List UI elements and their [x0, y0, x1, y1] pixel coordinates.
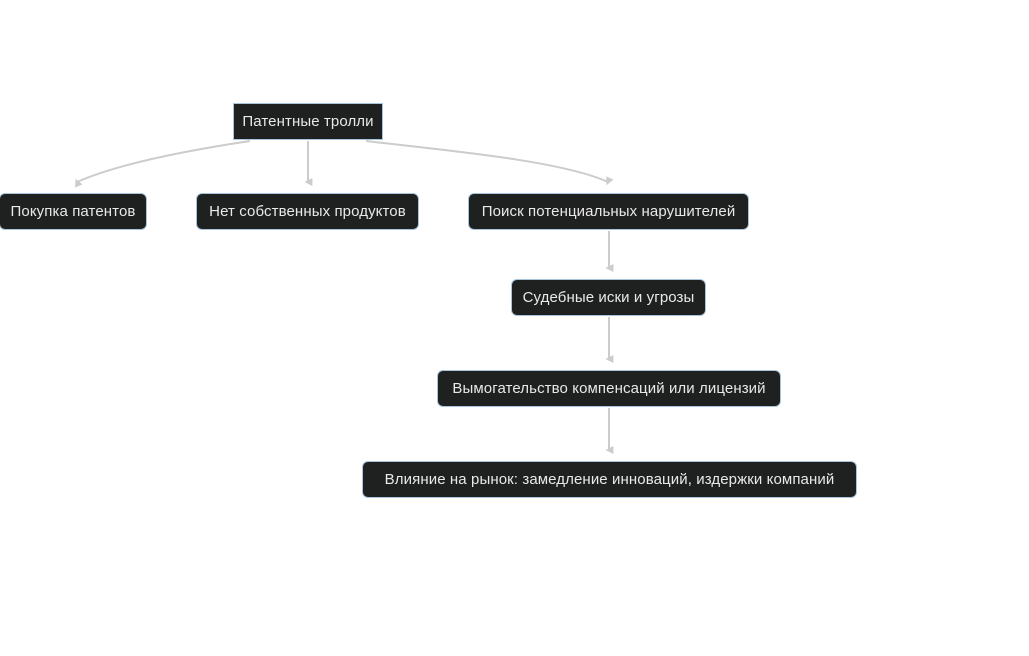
node-patentnye-trolli[interactable]: Патентные тролли	[233, 103, 383, 140]
node-vymogatelstvo-kompensacij[interactable]: Вымогательство компенсаций или лицензий	[437, 370, 781, 407]
node-label: Покупка патентов	[10, 203, 136, 220]
node-net-sobstvennyh-produktov[interactable]: Нет собственных продуктов	[196, 193, 419, 230]
node-pokupka-patentov[interactable]: Покупка патентов	[0, 193, 147, 230]
node-label: Судебные иски и угрозы	[522, 289, 695, 306]
node-poisk-potencialnyh-narushitelej[interactable]: Поиск потенциальных нарушителей	[468, 193, 749, 230]
edge-root-to-poisk	[365, 140, 614, 186]
node-label: Вымогательство компенсаций или лицензий	[452, 380, 766, 397]
node-label: Нет собственных продуктов	[209, 203, 406, 220]
node-label: Влияние на рынок: замедление инноваций, …	[384, 471, 835, 488]
node-sudebnye-iski-i-ugrozy[interactable]: Судебные иски и угрозы	[511, 279, 706, 316]
node-label: Поиск потенциальных нарушителей	[481, 203, 736, 220]
node-label: Патентные тролли	[242, 113, 374, 130]
node-vliyanie-na-rynok[interactable]: Влияние на рынок: замедление инноваций, …	[362, 461, 857, 498]
edge-root-to-pokupka	[75, 140, 251, 188]
